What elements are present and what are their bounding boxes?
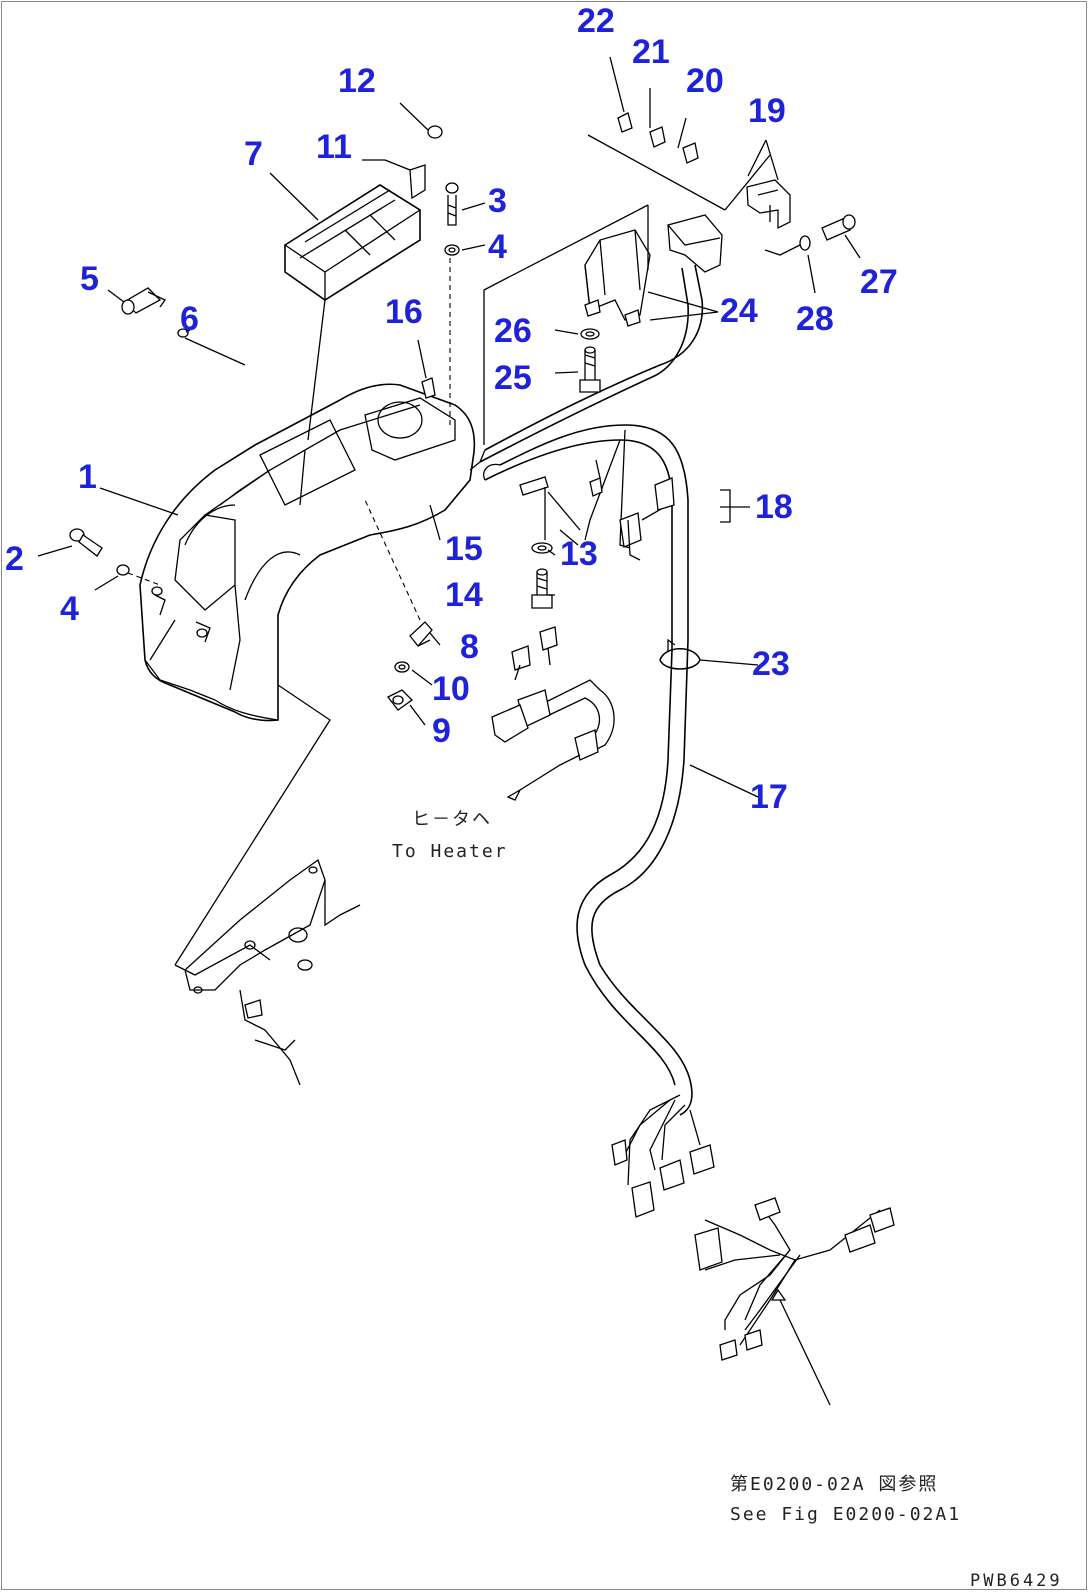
- callout-10: 10: [432, 670, 470, 708]
- callout-4-top: 4: [488, 228, 507, 266]
- bolt-14: [531, 568, 553, 609]
- callout-15: 15: [445, 530, 483, 568]
- bolt-27: [821, 214, 856, 241]
- screw-3: [445, 182, 459, 226]
- console-cover: [139, 383, 476, 722]
- bolt-25: [579, 346, 601, 393]
- fig-ref-en: See Fig E0200-02A1: [730, 1504, 961, 1525]
- bracket-frame-lines: [483, 204, 649, 445]
- callout-14: 14: [445, 576, 483, 614]
- bracket-11: [384, 159, 426, 200]
- callout-3: 3: [488, 182, 507, 220]
- bracket-24: [584, 229, 651, 327]
- fig-ref-jp: 第E0200-02A 図参照: [730, 1474, 938, 1495]
- bracket-19: [667, 179, 791, 273]
- harness-upper-branch: [469, 264, 704, 471]
- harness-lower-connectors: [611, 1094, 715, 1218]
- callout-27: 27: [860, 263, 898, 301]
- heater-branch: [491, 626, 615, 801]
- main-harness: [483, 424, 693, 1116]
- callout-21: 21: [632, 33, 670, 71]
- drawing-code: PWB6429: [970, 1571, 1063, 1591]
- washer-15: [531, 542, 553, 554]
- clamp-23: [659, 638, 701, 670]
- figure-reference-note: 第E0200-02A 図参照 See Fig E0200-02A1: [730, 1474, 961, 1525]
- heater-note-jp: ヒ－タヘ: [412, 809, 492, 830]
- bracket-13: [519, 476, 581, 540]
- callout-26: 26: [494, 312, 532, 350]
- callout-17: 17: [750, 778, 788, 816]
- callout-18: 18: [755, 488, 793, 526]
- bolt-5: [121, 287, 166, 315]
- washer-26: [580, 328, 600, 340]
- callout-25: 25: [494, 359, 532, 397]
- monitor-panel: [284, 184, 421, 441]
- washer-4-top: [444, 244, 460, 425]
- callout-1: 1: [78, 458, 97, 496]
- callout-7: 7: [244, 135, 263, 173]
- callout-20: 20: [686, 62, 724, 100]
- grommet-9: [387, 689, 414, 711]
- heater-note: ヒ－タヘ To Heater: [392, 809, 508, 862]
- callout-6: 6: [180, 300, 199, 338]
- bolt-2: [69, 528, 103, 557]
- nut-10: [394, 661, 410, 673]
- callout-9: 9: [432, 712, 451, 750]
- callout-19: 19: [748, 92, 786, 130]
- callout-2: 2: [5, 540, 24, 578]
- leader-lines: [37, 56, 861, 798]
- washer-6: [177, 328, 246, 366]
- screw-12: [427, 125, 443, 139]
- callout-8: 8: [460, 628, 479, 666]
- callout-numbers: 1 2 3 4 4 5 6 7 8 9 10 11 12 13 14 15 16…: [5, 2, 898, 816]
- washer-28: [764, 235, 811, 256]
- callout-4-left: 4: [60, 590, 79, 628]
- clips-20-22: [587, 112, 771, 211]
- callout-24: 24: [720, 292, 758, 330]
- callout-28: 28: [796, 300, 834, 338]
- callout-13: 13: [560, 535, 598, 573]
- clip-8: [364, 499, 433, 648]
- callout-16: 16: [385, 293, 423, 331]
- callout-22: 22: [577, 2, 615, 40]
- callout-11: 11: [316, 128, 352, 166]
- washer-4-left: [116, 564, 161, 586]
- callout-12: 12: [338, 62, 376, 100]
- harness-lower-right: [694, 1197, 895, 1406]
- callout-23: 23: [752, 645, 790, 683]
- heater-note-en: To Heater: [392, 841, 508, 862]
- clip-16: [421, 377, 436, 399]
- floor-bracket: [174, 684, 361, 1086]
- callout-5: 5: [80, 260, 99, 298]
